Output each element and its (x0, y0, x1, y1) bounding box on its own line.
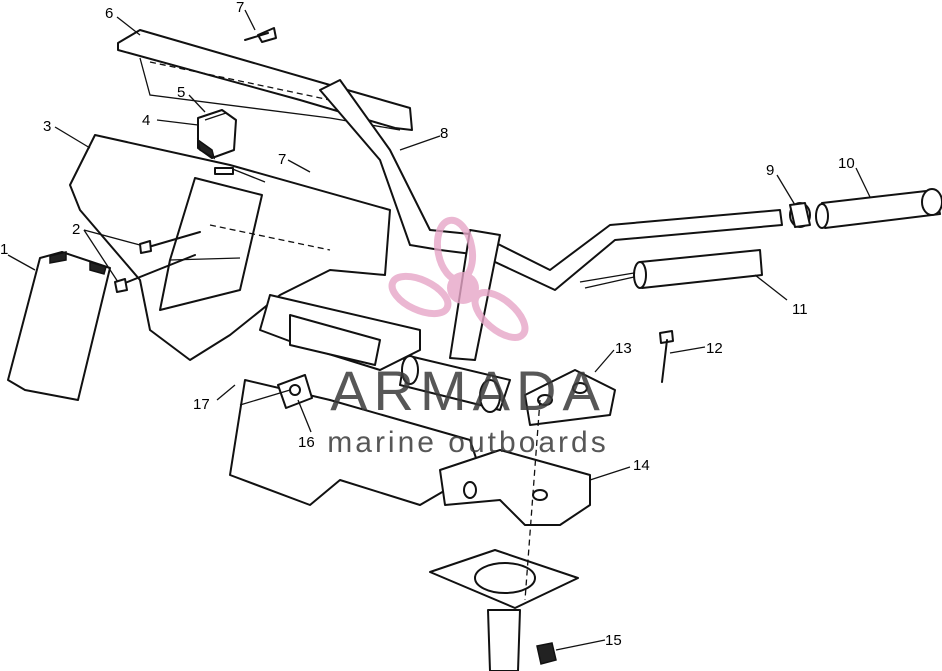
callout-7-top: 7 (236, 0, 244, 16)
callout-13: 13 (615, 340, 632, 357)
logo-blade-right (471, 289, 529, 341)
callout-3: 3 (43, 118, 51, 135)
callout-12: 12 (706, 340, 723, 357)
part-4-5-switch (196, 109, 237, 160)
callout-4: 4 (142, 112, 150, 129)
part-3-console (69, 134, 391, 361)
callout-7-mid: 7 (278, 151, 286, 168)
callout-15: 15 (605, 632, 622, 649)
part-16-bracket (239, 374, 313, 409)
watermark: ARMADA marine outboards (327, 216, 608, 459)
mounting-plate (429, 549, 579, 671)
callout-6: 6 (105, 5, 113, 22)
leader-lines (7, 9, 871, 651)
part-15-nut (536, 642, 557, 665)
callout-9: 9 (766, 162, 774, 179)
callout-labels: 1 2 3 4 5 6 7 7 8 9 10 11 12 13 14 15 16… (0, 0, 855, 649)
part-1-panel (7, 251, 111, 401)
callout-8: 8 (440, 125, 448, 142)
propeller-logo (388, 216, 529, 341)
callout-2: 2 (72, 221, 80, 238)
part-17-lower-console (229, 294, 481, 506)
callout-11: 11 (792, 301, 808, 318)
part-14-clamp-base (439, 449, 591, 526)
callout-17: 17 (193, 396, 210, 413)
watermark-brand: ARMADA (330, 359, 606, 422)
part-7-screw-top (244, 27, 277, 43)
part-13-clamp (524, 369, 616, 426)
watermark-tagline: marine outboards (327, 426, 608, 459)
part-11-heated-grip (579, 249, 763, 289)
part-12-bolt (659, 330, 674, 383)
part-2-screws (114, 231, 201, 293)
logo-hub (447, 272, 479, 304)
logo-blade-left (388, 272, 452, 318)
part-10-grip (815, 188, 942, 229)
callout-1: 1 (0, 241, 8, 258)
callout-16: 16 (298, 434, 315, 451)
part-9-ring (789, 202, 811, 228)
part-6-cover (117, 29, 413, 131)
callout-10: 10 (838, 155, 855, 172)
callout-14: 14 (633, 457, 650, 474)
callout-5: 5 (177, 84, 185, 101)
